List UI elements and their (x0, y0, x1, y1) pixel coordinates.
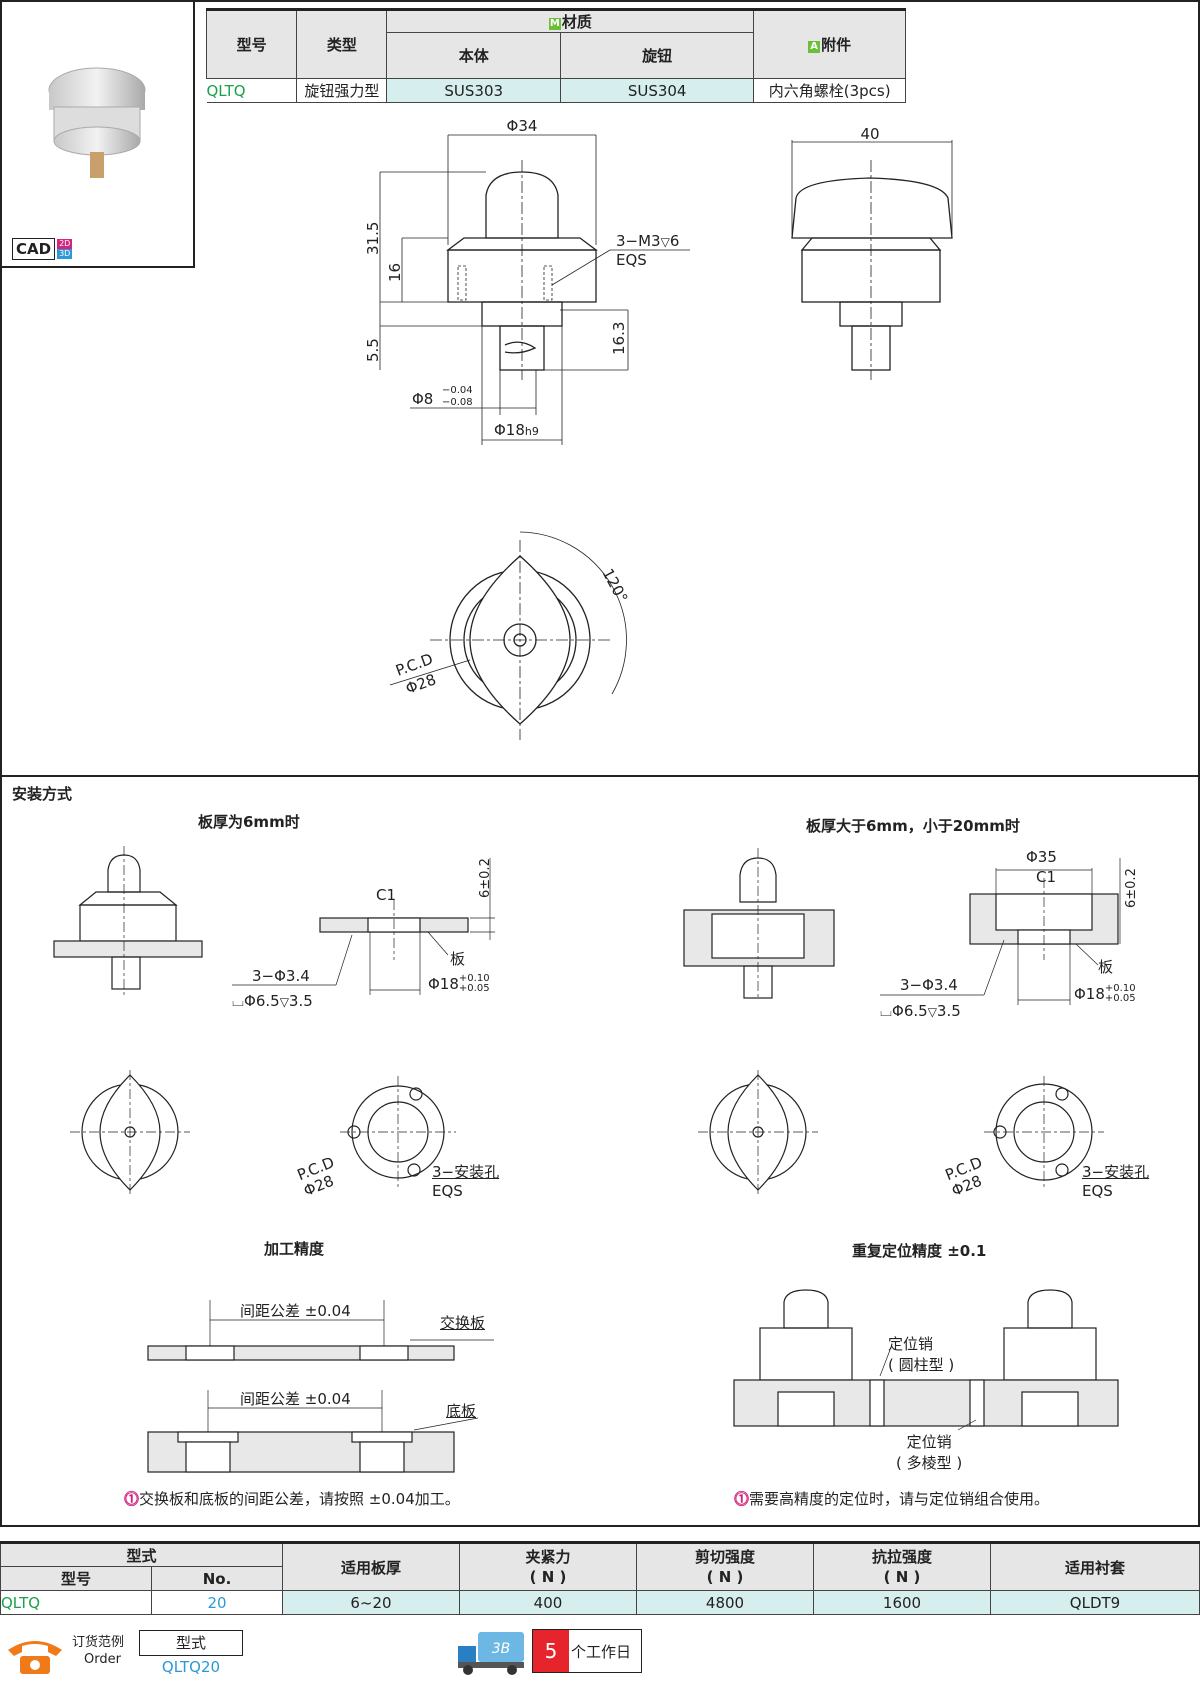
delivery-truck-icon: 3B (456, 1628, 526, 1678)
lbl-holes-left: 3−Φ3.4 (252, 967, 310, 985)
bt-h-shear: 剪切强度( N ) (636, 1541, 814, 1591)
lbl-pin1: 定位销( 圆柱型 ) (888, 1335, 955, 1374)
precision-note: ⓵交换板和底板的间距公差，请按照 ±0.04加工。 (124, 1490, 460, 1508)
bt-h-clamp: 夹紧力( N ) (459, 1541, 637, 1591)
bt-tensile: 1600 (813, 1590, 991, 1615)
side-view (791, 140, 953, 380)
lbl-holes-right: 3−Φ3.4 (900, 976, 958, 994)
dim-d34: Φ34 (507, 117, 538, 135)
section-divider (0, 775, 1200, 777)
main-frame (0, 0, 1200, 1527)
bt-model: QLTQ (0, 1590, 152, 1615)
dim-w40: 40 (860, 125, 879, 143)
bt-h-thick: 适用板厚 (282, 1541, 460, 1591)
repeat-title: 重复定位精度 ±0.1 (852, 1242, 987, 1260)
install-left-top (70, 1070, 456, 1195)
dim-phi8: Φ8 (412, 390, 433, 408)
spec-model: QLTQ (206, 78, 298, 103)
repeat-note: ⓵需要高精度的定位时，请与定位销组合使用。 (734, 1490, 1050, 1508)
main-drawing: Φ34 40 31.5 16 5.5 16.3 3−M3▽6 EQS Φ8 −0… (364, 117, 953, 740)
delivery-days-box: 5 个工作日 (532, 1629, 642, 1673)
lbl-phi18-left: Φ18+0.10+0.05 (428, 973, 490, 994)
dim-m3: 3−M3▽6 (616, 232, 679, 250)
dim-h16-3: 16.3 (610, 322, 628, 355)
lbl-base: 底板 (446, 1402, 477, 1420)
lbl-plate-right: 板 (1098, 958, 1114, 976)
product-photo (48, 67, 146, 178)
install-right-top (698, 1070, 1104, 1195)
cad-3d-badge[interactable]: 3D (57, 249, 73, 259)
lbl-swap: 交换板 (440, 1314, 486, 1332)
bt-h-model: 型号 (0, 1566, 152, 1591)
front-view (379, 134, 690, 445)
precision-title: 加工精度 (264, 1240, 325, 1258)
cad-2d-badge[interactable]: 2D (57, 239, 73, 249)
lbl-phi18-right: Φ18+0.10+0.05 (1074, 983, 1136, 1004)
spec-body: SUS303 (386, 78, 561, 103)
bt-clamp: 400 (459, 1590, 637, 1615)
phone-icon (4, 1632, 66, 1678)
precision-drawings (147, 1289, 1119, 1473)
lbl-c1-right: C1 (1036, 868, 1057, 886)
dim-phi8-dn: −0.08 (442, 397, 473, 408)
bottom-table: 型式 适用板厚 夹紧力( N ) 剪切强度( N ) 抗拉强度( N ) 适用衬… (0, 1541, 1200, 1615)
spec-knob: SUS304 (559, 78, 755, 103)
install-left-view (53, 846, 203, 995)
spec-h-type: 类型 (296, 8, 388, 79)
bt-h-bush: 适用衬套 (990, 1541, 1200, 1591)
lbl-t6-left: 6±0.2 (478, 858, 493, 898)
dim-h31-5: 31.5 (364, 222, 382, 255)
install-drawings (53, 846, 1121, 1195)
bt-h-form: 型式 (0, 1541, 283, 1567)
bt-no: 20 (151, 1590, 283, 1615)
svg-text:3B: 3B (492, 1641, 511, 1657)
lbl-tol1: 间距公差 ±0.04 (240, 1302, 351, 1320)
lbl-cb-left: ⌴Φ6.5▽3.5 (232, 992, 313, 1010)
lbl-c1-left: C1 (376, 886, 397, 904)
dim-phi8-up: −0.04 (442, 385, 473, 396)
install-title: 安装方式 (12, 785, 73, 803)
bt-h-no: No. (151, 1566, 283, 1591)
install-right-section (880, 858, 1121, 1005)
delivery-days-label: 个工作日 (571, 1642, 632, 1661)
dim-angle: 120° (598, 565, 631, 605)
top-view (389, 531, 627, 740)
spec-h-model: 型号 (205, 8, 298, 79)
spec-type: 旋钮强力型 (296, 78, 388, 103)
lbl-tol2: 间距公差 ±0.04 (240, 1390, 351, 1408)
product-photo-box: CAD 2D 3D (0, 0, 195, 268)
dim-phi18: Φ18h9 (494, 421, 539, 439)
bt-h-tensile: 抗拉强度( N ) (813, 1541, 991, 1591)
bt-bush: QLDT9 (990, 1590, 1200, 1615)
spec-accessory: 内六角螺栓(3pcs) (753, 78, 906, 103)
lbl-pin2: 定位销( 多棱型 ) (896, 1433, 963, 1472)
dim-eqs: EQS (616, 251, 647, 269)
bt-shear: 4800 (636, 1590, 814, 1615)
dim-h16: 16 (386, 263, 404, 282)
order-form-value: QLTQ20 (161, 1658, 221, 1676)
delivery-days: 5 (533, 1630, 569, 1672)
install-right-title: 板厚大于6mm，小于20mm时 (806, 817, 1020, 835)
spec-h-knob: 旋钮 (559, 32, 755, 79)
bt-thick: 6~20 (282, 1590, 460, 1615)
spec-h-body: 本体 (386, 32, 561, 79)
lbl-cb-right: ⌴Φ6.5▽3.5 (880, 1002, 961, 1020)
lbl-t6-right: 6±0.2 (1124, 868, 1139, 908)
install-left-title: 板厚为6mm时 (198, 813, 300, 831)
lbl-phi35: Φ35 (1026, 848, 1057, 866)
lbl-plate-left: 板 (450, 950, 466, 968)
order-form-box: 型式 (139, 1630, 243, 1656)
install-right-view (683, 848, 835, 1000)
dim-h5-5: 5.5 (364, 338, 382, 362)
cad-label[interactable]: CAD (12, 238, 56, 260)
install-left-section (232, 858, 495, 995)
